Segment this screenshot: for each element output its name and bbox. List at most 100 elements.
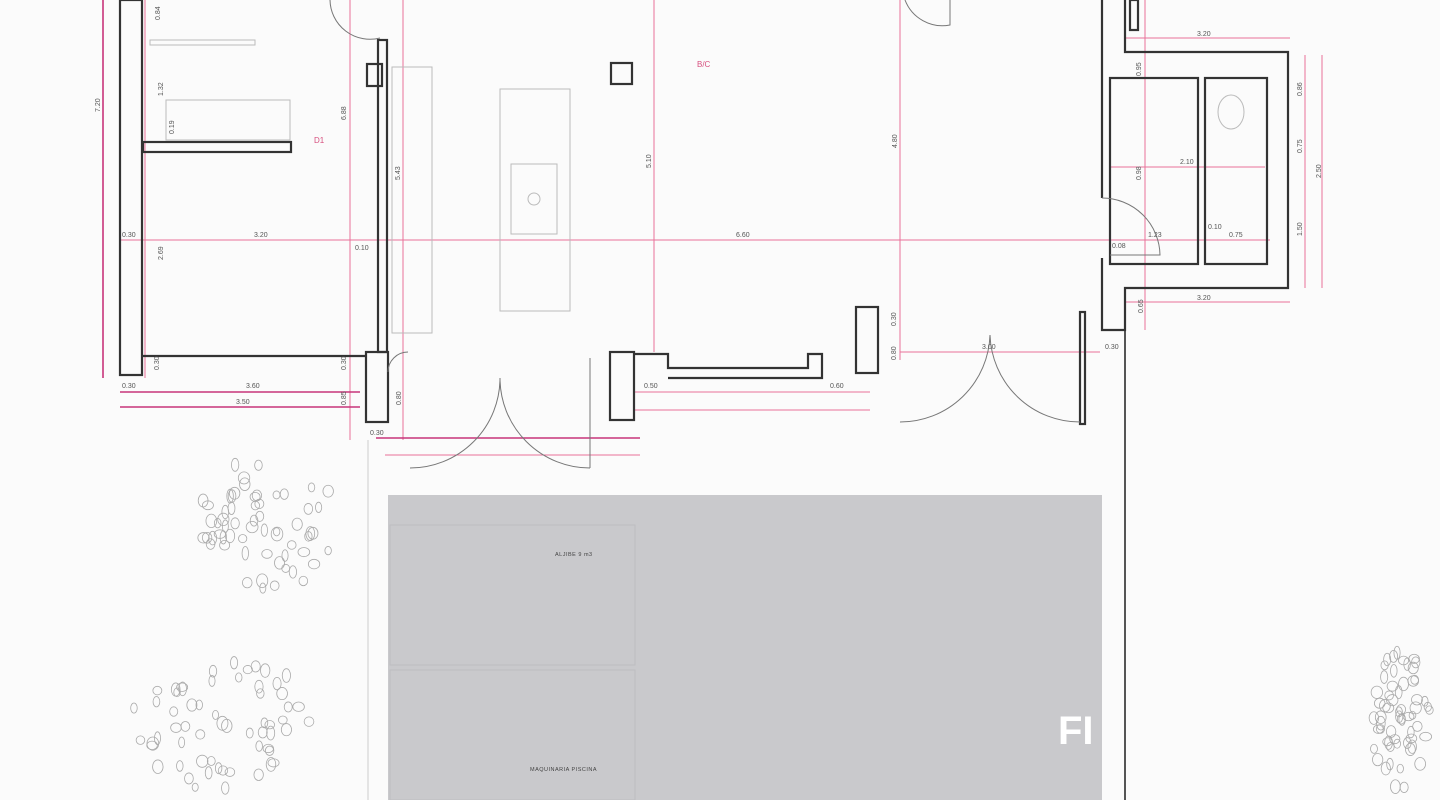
room-label-kitchen: B/C <box>697 60 711 69</box>
tree-mark <box>267 758 280 768</box>
tree-mark <box>1370 743 1378 754</box>
tree-mark <box>1407 661 1419 675</box>
tree-mark <box>1408 710 1417 720</box>
tree-mark <box>1398 676 1409 692</box>
tree-mark <box>304 531 313 542</box>
tree-mark <box>224 767 236 777</box>
tree-mark <box>1382 737 1393 747</box>
tree-mark <box>1409 701 1422 715</box>
dimension-label: 0.80 <box>396 391 403 405</box>
tree-mark <box>197 493 209 508</box>
dimension-label: 0.60 <box>830 383 844 390</box>
tree-mark <box>217 765 229 776</box>
tree-mark <box>208 530 218 546</box>
tree-mark <box>216 715 229 731</box>
cistern-label: ALJIBE 9 m3 <box>555 552 593 558</box>
tree-mark <box>212 709 219 720</box>
dimension-label: 0.65 <box>1138 299 1145 313</box>
tree-mark <box>255 510 265 522</box>
tree-mark <box>130 702 138 714</box>
tree-mark <box>180 721 191 732</box>
tree-mark <box>242 577 253 589</box>
dimension-label: 0.85 <box>341 391 348 405</box>
fixtures <box>149 39 1245 334</box>
tree-mark <box>260 717 269 729</box>
dimension-labels: 0.84 1.32 0.19 7.20 6.88 5.43 0.30 3.20 … <box>95 6 1323 437</box>
tree-mark <box>1407 675 1420 687</box>
tree-mark <box>201 531 213 544</box>
tree-mark <box>280 723 292 737</box>
tree-mark <box>264 720 275 730</box>
watermark-logo: FI <box>1058 709 1094 753</box>
tree-mark <box>238 534 248 544</box>
tree-mark <box>1380 660 1389 671</box>
dimension-lines <box>102 0 1323 456</box>
dimension-label: 0.30 <box>122 232 136 239</box>
tree-mark <box>235 672 243 683</box>
dimension-label: 7.20 <box>95 98 102 112</box>
tree-mark <box>1396 763 1404 774</box>
tree-mark <box>261 549 273 559</box>
tree-mark <box>1393 738 1401 749</box>
dimension-label: 2.10 <box>1180 159 1194 166</box>
tree-mark <box>274 556 285 570</box>
tree-mark <box>208 675 216 687</box>
tree-mark <box>249 514 259 527</box>
tree-mark <box>288 565 298 579</box>
tree-mark <box>298 575 309 587</box>
dimension-label: 4.80 <box>892 134 899 148</box>
tree-mark <box>1389 649 1399 663</box>
tree-mark <box>1410 674 1419 685</box>
dimension-label: 3.00 <box>982 344 996 351</box>
tree-mark <box>191 782 199 792</box>
tree-mark <box>283 701 293 713</box>
dimension-label: 0.30 <box>370 430 384 437</box>
tree-mark <box>205 513 218 529</box>
dimension-label: 0.30 <box>154 356 161 370</box>
tree-mark <box>1390 779 1401 794</box>
dimension-label: 0.19 <box>169 120 176 134</box>
tree-mark <box>228 486 241 500</box>
tree-mark <box>152 696 161 708</box>
tree-mark <box>1380 761 1391 776</box>
tree-mark <box>324 546 332 556</box>
tree-mark <box>204 766 213 780</box>
tree-mark <box>213 529 226 539</box>
tree-mark <box>278 715 288 725</box>
tree-mark <box>1407 739 1417 754</box>
tree-mark <box>1402 711 1415 722</box>
tree-mark <box>1385 725 1397 738</box>
tree-mark <box>269 580 280 591</box>
tree-mark <box>1374 697 1386 709</box>
tree-mark <box>206 756 216 766</box>
tree-mark <box>241 546 249 561</box>
tree-mark <box>253 768 264 781</box>
tree-mark <box>260 523 268 537</box>
tree-mark <box>281 549 289 562</box>
tree-mark <box>195 699 203 711</box>
tree-mark <box>1394 685 1403 699</box>
tree-mark <box>297 547 311 558</box>
tree-mark <box>176 760 184 772</box>
tree-mark <box>272 676 282 691</box>
tree-mark <box>245 727 254 739</box>
tree-mark <box>230 517 240 530</box>
tree-mark <box>270 526 284 542</box>
tree-mark <box>1412 720 1423 732</box>
dimension-label: 6.60 <box>736 232 750 239</box>
tree-mark <box>1368 711 1380 725</box>
tree-mark <box>196 754 209 768</box>
dimension-label: 0.08 <box>1112 243 1126 250</box>
tree-mark <box>266 725 276 741</box>
tree-mark <box>1386 680 1399 692</box>
tree-mark <box>1411 694 1423 706</box>
tree-mark <box>242 665 253 675</box>
tree-mark <box>227 501 236 516</box>
tree-mark <box>169 706 179 717</box>
dimension-label: 0.10 <box>355 245 369 252</box>
dimension-label: 0.80 <box>891 346 898 360</box>
dimension-label: 0.30 <box>122 383 136 390</box>
tree-mark <box>1390 664 1398 678</box>
tree-mark <box>307 482 316 493</box>
tree-mark <box>307 558 321 570</box>
